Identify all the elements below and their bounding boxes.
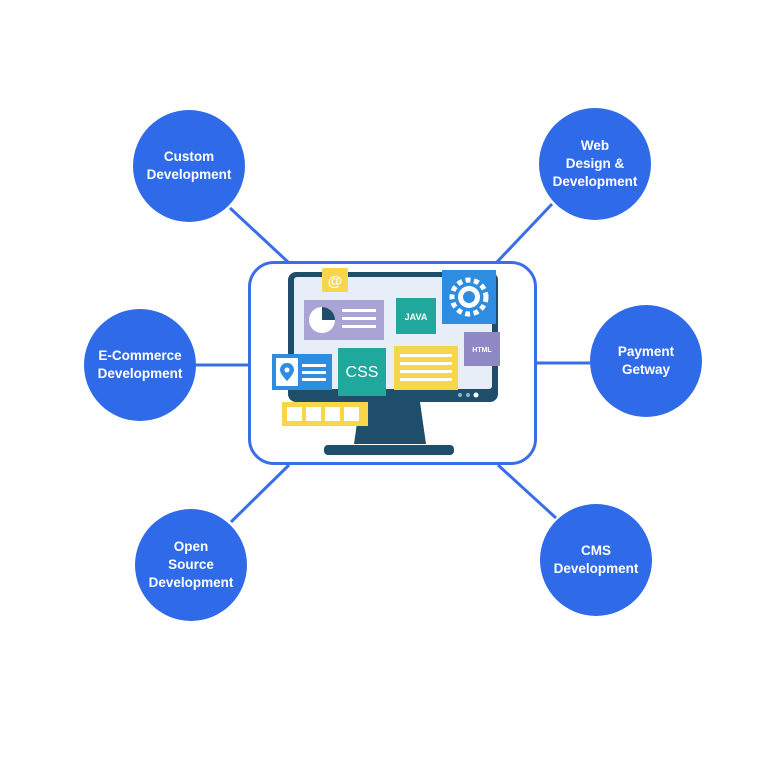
- node-cms-development[interactable]: CMS Development: [540, 504, 652, 616]
- monitor-stand-base: [324, 445, 454, 455]
- connector-open-source: [229, 463, 291, 524]
- html-tile: HTML: [464, 332, 500, 366]
- pie-chart-icon: [309, 307, 335, 333]
- node-open-source-label: Open Source Development: [148, 539, 234, 590]
- java-label: JAVA: [405, 312, 428, 322]
- node-ecommerce-development[interactable]: E-Commerce Development: [84, 309, 196, 421]
- at-icon: @: [322, 268, 348, 292]
- css-tile: CSS: [338, 348, 386, 396]
- connector-cms: [496, 463, 558, 520]
- monitor-dot-1: [458, 393, 462, 397]
- node-custom-label: Custom Development: [146, 149, 232, 182]
- monitor-dot-2: [466, 393, 470, 397]
- image-thumbnail-icon: [287, 407, 359, 421]
- html-label: HTML: [472, 347, 492, 354]
- yellow-text-card: [394, 346, 458, 390]
- node-payment-label: Payment Getway: [617, 344, 675, 377]
- gear-icon: [449, 277, 489, 317]
- monitor-dot-3: [473, 392, 479, 398]
- location-pin-icon: [276, 358, 298, 386]
- at-symbol: @: [328, 273, 343, 290]
- java-tile: JAVA: [396, 298, 436, 334]
- css-label: CSS: [346, 364, 379, 381]
- connector-web: [495, 202, 554, 264]
- node-cms-label: CMS Development: [553, 543, 639, 576]
- gear-tile: [442, 270, 496, 324]
- monitor-stand-neck: [354, 402, 426, 444]
- location-card: [272, 354, 332, 390]
- node-payment-getway[interactable]: Payment Getway: [590, 305, 702, 417]
- monitor-illustration: @ JAVA: [272, 268, 500, 455]
- connector-custom: [228, 206, 290, 264]
- pie-chart-card: [304, 300, 384, 340]
- image-thumbnail-strip: [282, 402, 368, 426]
- node-ecommerce-label: E-Commerce Development: [97, 348, 183, 381]
- node-custom-development[interactable]: Custom Development: [133, 110, 245, 222]
- node-web-design-development[interactable]: Web Design & Development: [539, 108, 651, 220]
- node-open-source-development[interactable]: Open Source Development: [135, 509, 247, 621]
- node-web-label: Web Design & Development: [552, 138, 638, 189]
